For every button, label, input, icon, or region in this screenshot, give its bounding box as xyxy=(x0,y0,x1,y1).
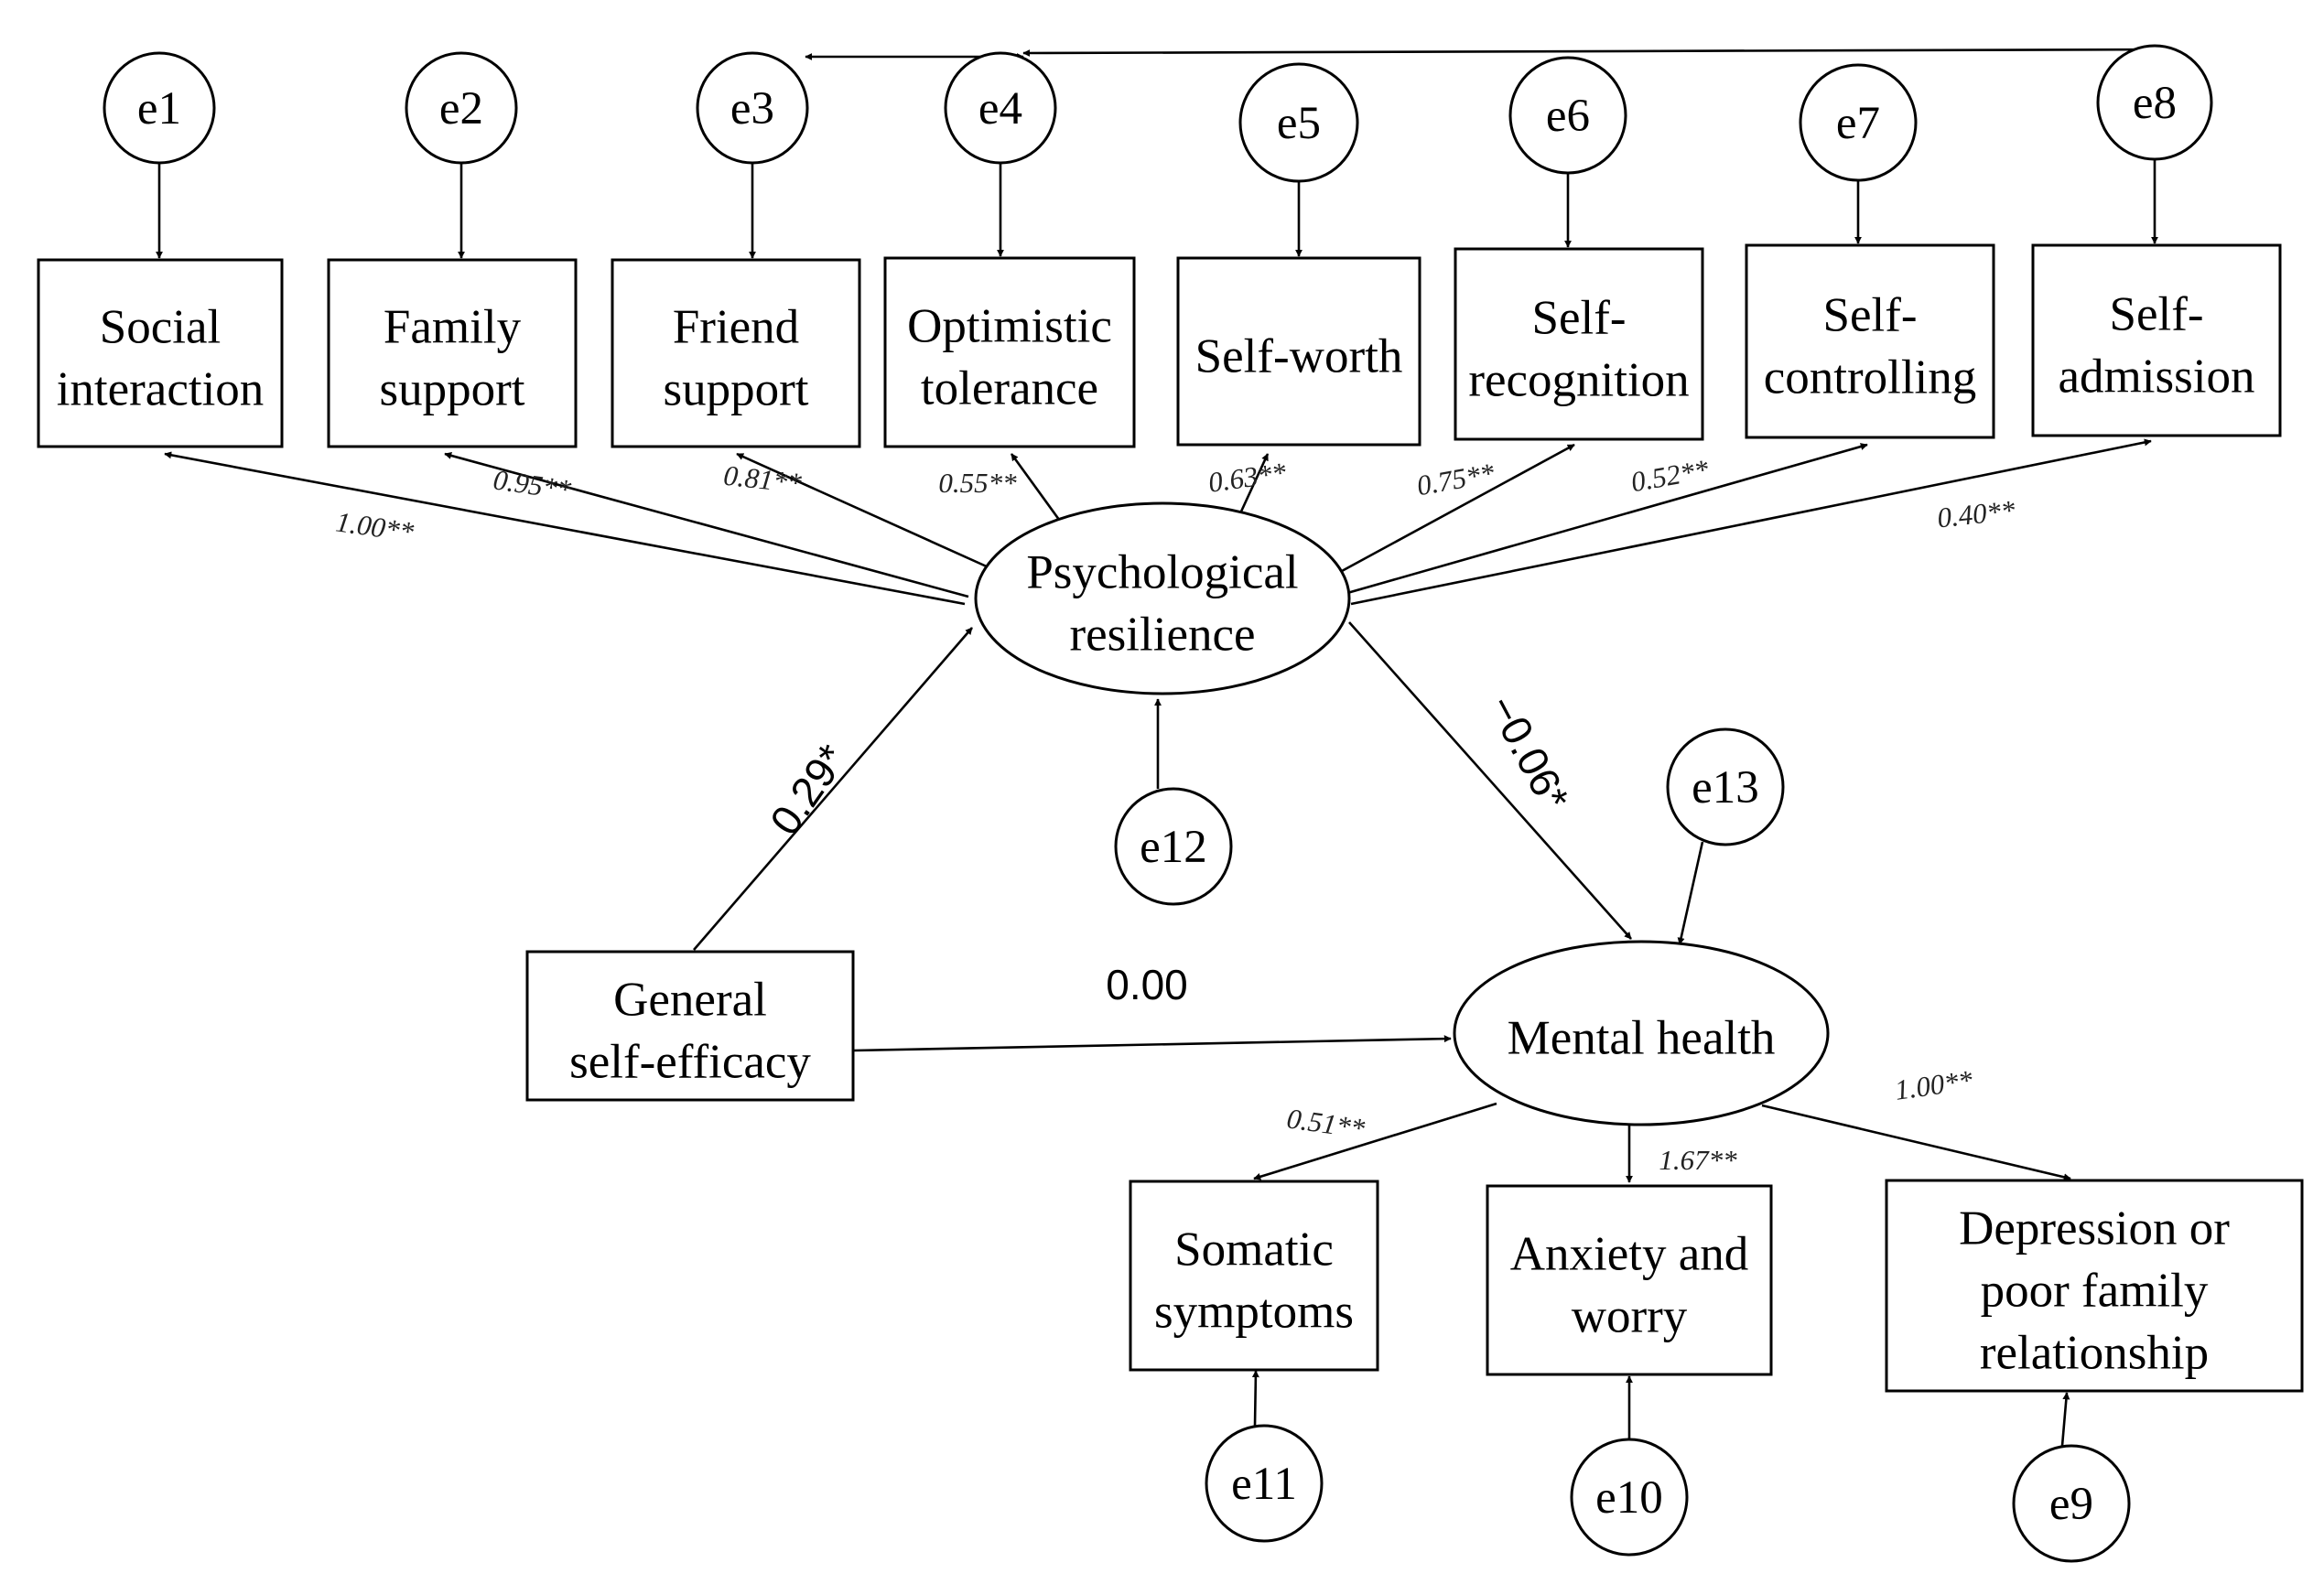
indicator-friend-box xyxy=(611,258,861,448)
indicator-selfctrl-label: Self- xyxy=(1822,288,1917,341)
indicator-friend-label: Friend xyxy=(673,300,799,353)
indicator-anxiety-box xyxy=(1486,1184,1773,1376)
error-label-e7: e7 xyxy=(1836,98,1880,149)
error-label-e10: e10 xyxy=(1595,1472,1663,1524)
indicator-somatic-label: Somatic xyxy=(1174,1223,1334,1276)
latent-resilience-label: Psychological xyxy=(1026,545,1298,598)
error-term-e1 xyxy=(103,51,216,165)
indicator-selfadm-box xyxy=(2031,243,2282,437)
loading-coef-optimistic: 0.55** xyxy=(938,467,1017,499)
path-gse-to-resilience xyxy=(693,627,973,951)
error-label-e6: e6 xyxy=(1546,91,1590,142)
indicator-selfrecog-label: Self- xyxy=(1531,291,1626,344)
general-self-efficacy-box xyxy=(525,950,855,1102)
error-label-e3: e3 xyxy=(730,83,774,135)
error-label-e5: e5 xyxy=(1277,98,1321,149)
general-self-efficacy-label: General xyxy=(613,973,767,1026)
path-coef-gse-mental: 0.00 xyxy=(1106,961,1188,1008)
indicator-optimistic-label: tolerance xyxy=(921,361,1098,415)
error-arrow-e11 xyxy=(1251,1370,1259,1427)
loading-coef-social: 1.00** xyxy=(334,505,416,548)
loading-coef-selfworth: 0.63** xyxy=(1206,456,1289,499)
indicator-family-label: support xyxy=(380,362,525,415)
latent-psychological-resilience xyxy=(974,501,1351,695)
error-label-e2: e2 xyxy=(439,83,483,135)
error-term-e3 xyxy=(696,51,809,165)
indicator-anxiety-label: worry xyxy=(1572,1289,1688,1342)
loading-coef-family: 0.95** xyxy=(492,463,574,506)
error-term-e9 xyxy=(2012,1444,2131,1563)
error-term-e10 xyxy=(1570,1438,1689,1557)
path-gse-to-mental xyxy=(852,1035,1452,1052)
error-term-e2 xyxy=(405,51,518,165)
indicator-selfworth-label: Self-worth xyxy=(1195,329,1403,383)
error-term-e11 xyxy=(1205,1424,1324,1543)
error-label-e9: e9 xyxy=(2049,1479,2093,1530)
covariance-arrow-e4-e8 xyxy=(1022,46,2172,57)
indicator-selfadm-label: admission xyxy=(2059,350,2255,403)
latent-resilience-label: resilience xyxy=(1069,608,1255,661)
loading-arrow-optimistic xyxy=(1010,453,1064,524)
loading-coef-anxiety: 1.67** xyxy=(1659,1144,1737,1176)
indicator-friend-label: support xyxy=(664,362,809,415)
path-coef-resilience-mental: −0.06* xyxy=(1479,687,1579,818)
error-term-e7 xyxy=(1799,63,1918,182)
loading-arrow-social xyxy=(164,451,966,606)
indicator-somatic-label: symptoms xyxy=(1154,1285,1354,1338)
indicator-depression-label: relationship xyxy=(1980,1326,2209,1379)
error-label-e1: e1 xyxy=(137,83,181,135)
error-term-e4 xyxy=(944,51,1057,165)
loading-coef-selfctrl: 0.52** xyxy=(1628,453,1712,498)
error-label-e13: e13 xyxy=(1692,762,1759,814)
error-term-e13 xyxy=(1666,727,1785,846)
indicator-social-box xyxy=(37,258,284,448)
loading-arrow-depression xyxy=(1761,1104,2071,1181)
loading-arrow-friend xyxy=(736,452,989,569)
error-label-e12: e12 xyxy=(1140,822,1207,873)
loading-arrow-selfctrl xyxy=(1346,443,1868,595)
general-self-efficacy-label: self-efficacy xyxy=(569,1035,811,1088)
error-term-e5 xyxy=(1238,62,1359,183)
loading-coef-selfrecog: 0.75** xyxy=(1414,457,1497,501)
path-coef-gse-resilience: 0.29* xyxy=(761,736,856,844)
error-term-e6 xyxy=(1508,56,1627,175)
error-arrow-e13 xyxy=(1677,841,1704,945)
indicator-selfctrl-label: controlling xyxy=(1764,350,1977,404)
indicator-family-box xyxy=(327,258,578,448)
path-resilience-to-mental xyxy=(1348,621,1632,940)
loading-arrow-selfrecog xyxy=(1341,443,1575,573)
indicator-selfctrl-box xyxy=(1745,243,1995,439)
indicator-somatic-box xyxy=(1129,1180,1379,1372)
indicator-social-label: interaction xyxy=(57,362,265,415)
loading-coef-friend: 0.81** xyxy=(722,459,804,500)
indicator-family-label: Family xyxy=(384,300,522,353)
loading-coef-depression: 1.00** xyxy=(1893,1063,1975,1106)
latent-mental-health xyxy=(1453,940,1830,1126)
indicator-depression-box xyxy=(1885,1179,2304,1393)
error-arrow-e9 xyxy=(2060,1392,2070,1447)
indicator-depression-label: poor family xyxy=(1981,1264,2209,1317)
error-term-e12 xyxy=(1114,787,1233,906)
indicator-optimistic-box xyxy=(883,256,1136,448)
indicator-optimistic-label: Optimistic xyxy=(907,299,1112,352)
indicator-anxiety-label: Anxiety and xyxy=(1510,1227,1749,1280)
loading-coef-selfadm: 0.40** xyxy=(1936,494,2017,534)
indicator-selfrecog-box xyxy=(1454,247,1704,441)
error-label-e8: e8 xyxy=(2133,78,2177,129)
indicator-selfadm-label: Self- xyxy=(2109,287,2203,340)
error-label-e4: e4 xyxy=(978,83,1022,135)
loading-arrow-family xyxy=(444,452,969,598)
loading-arrow-selfadm xyxy=(1350,438,2152,606)
indicator-selfworth-box xyxy=(1176,256,1421,447)
indicator-selfrecog-label: recognition xyxy=(1468,353,1689,406)
latent-mental-label: Mental health xyxy=(1508,1011,1776,1064)
loading-arrow-somatic xyxy=(1253,1102,1497,1180)
indicator-social-label: Social xyxy=(100,300,221,353)
error-label-e11: e11 xyxy=(1231,1459,1297,1510)
indicator-depression-label: Depression or xyxy=(1959,1201,2230,1255)
loading-coef-somatic: 0.51** xyxy=(1285,1102,1367,1145)
error-term-e8 xyxy=(2096,44,2213,161)
